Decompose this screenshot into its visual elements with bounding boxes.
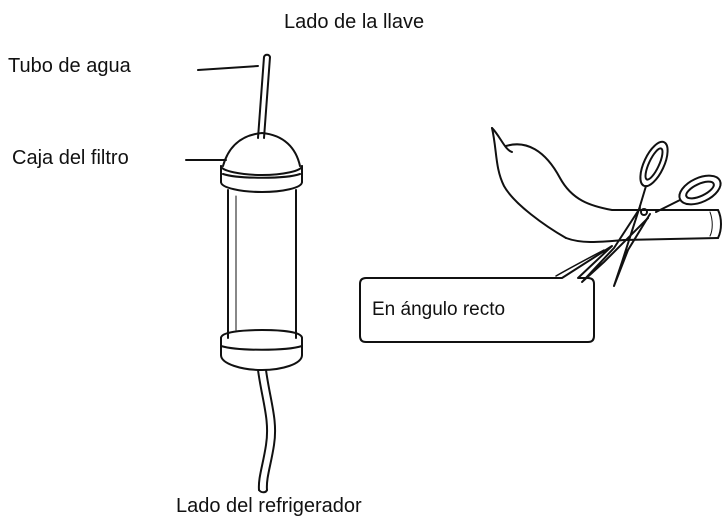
filter-box-label: Caja del filtro [12, 147, 129, 169]
leader-water-tube [197, 65, 259, 71]
tube-being-cut [491, 127, 722, 243]
scissors-icon [581, 140, 722, 287]
callout-bubble [359, 245, 613, 343]
water-filter-icon [220, 132, 303, 371]
water-tube-label: Tubo de agua [8, 55, 131, 77]
faucet-side-label: Lado de la llave [284, 11, 425, 33]
right-angle-label: En ángulo recto [372, 299, 506, 320]
fridge-side-label: Lado del refrigerador [176, 495, 362, 517]
water-tube-bottom [257, 369, 277, 494]
water-tube-top [257, 53, 271, 139]
